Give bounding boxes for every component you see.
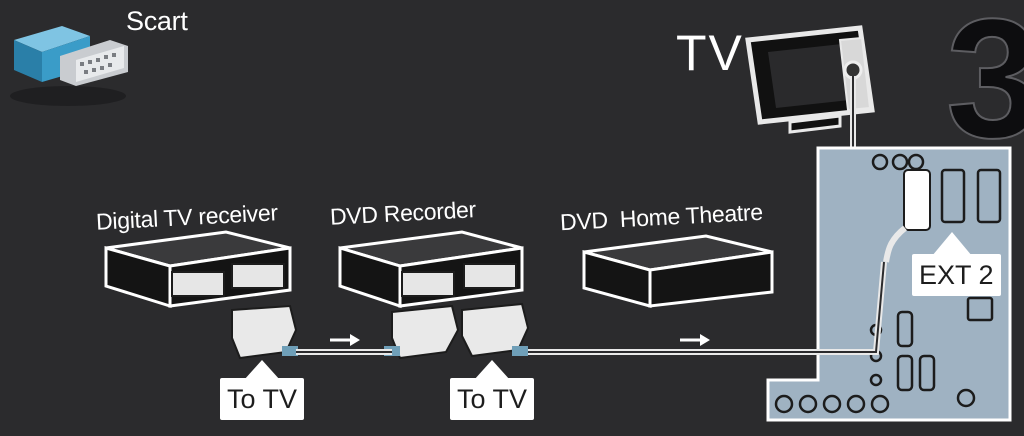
- step-number: 3: [945, 0, 1024, 174]
- digital-tv-receiver-device: [104, 230, 298, 360]
- cable-type-label: Scart: [126, 6, 188, 36]
- ext2-port-label: EXT 2: [912, 254, 1001, 296]
- tv-label: TV: [676, 25, 744, 81]
- to-tv-label: To TV: [220, 378, 305, 420]
- signal-arrow-icon: [680, 334, 710, 346]
- dvd-recorder-device: [338, 230, 530, 360]
- tv-icon: [745, 25, 875, 134]
- dvd-home-theatre-device: [582, 234, 774, 308]
- signal-arrow-icon: [330, 334, 360, 346]
- to-tv-label: To TV: [450, 378, 535, 420]
- scart-connector-icon: [10, 26, 128, 106]
